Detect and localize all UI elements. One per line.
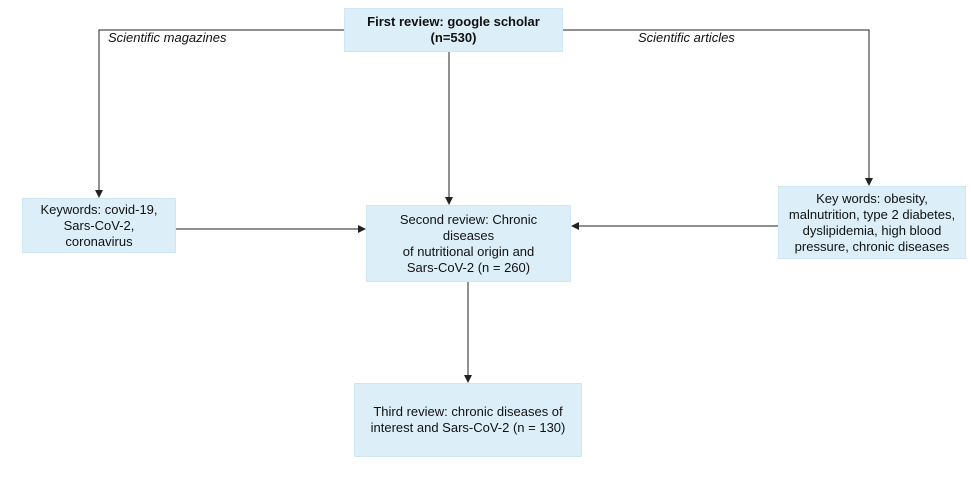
first-review-title: First review: google scholar	[367, 14, 540, 29]
second-review-line-3: Sars-CoV-2 (n = 260)	[406, 259, 531, 275]
second-review-line-1: Second review: Chronic diseases	[399, 211, 538, 243]
second-review-box: Second review: Chronic diseases of nutri…	[366, 205, 571, 282]
first-review-count: (n=530)	[430, 30, 477, 45]
keywords-right-line-1: Key words: obesity,	[816, 190, 928, 206]
third-review-box: Third review: chronic diseases of intere…	[354, 383, 582, 457]
connector-first-to-keywords-left	[95, 29, 344, 198]
keywords-left-line-2: Sars-CoV-2, coronavirus	[63, 217, 135, 249]
second-review-line-2: of nutritional origin and	[402, 243, 535, 259]
edge-label-scientific-magazines: Scientific magazines	[108, 30, 227, 45]
connector-first-to-keywords-right	[563, 29, 873, 186]
keywords-left-line-1: Keywords: covid-19,	[40, 201, 158, 217]
first-review-box: First review: google scholar (n=530)	[344, 8, 563, 52]
third-review-line-2: interest and Sars-CoV-2 (n = 130)	[370, 420, 566, 435]
keywords-left-box: Keywords: covid-19, Sars-CoV-2, coronavi…	[22, 198, 176, 253]
keywords-right-line-3: dyslipidemia, high blood	[802, 222, 942, 238]
keywords-right-line-2: malnutrition, type 2 diabetes,	[788, 206, 956, 222]
edge-label-scientific-articles: Scientific articles	[638, 30, 735, 45]
keywords-right-box: Key words: obesity, malnutrition, type 2…	[778, 186, 966, 259]
third-review-line-1: Third review: chronic diseases of	[373, 404, 563, 419]
keywords-right-line-4: pressure, chronic diseases	[794, 238, 950, 254]
